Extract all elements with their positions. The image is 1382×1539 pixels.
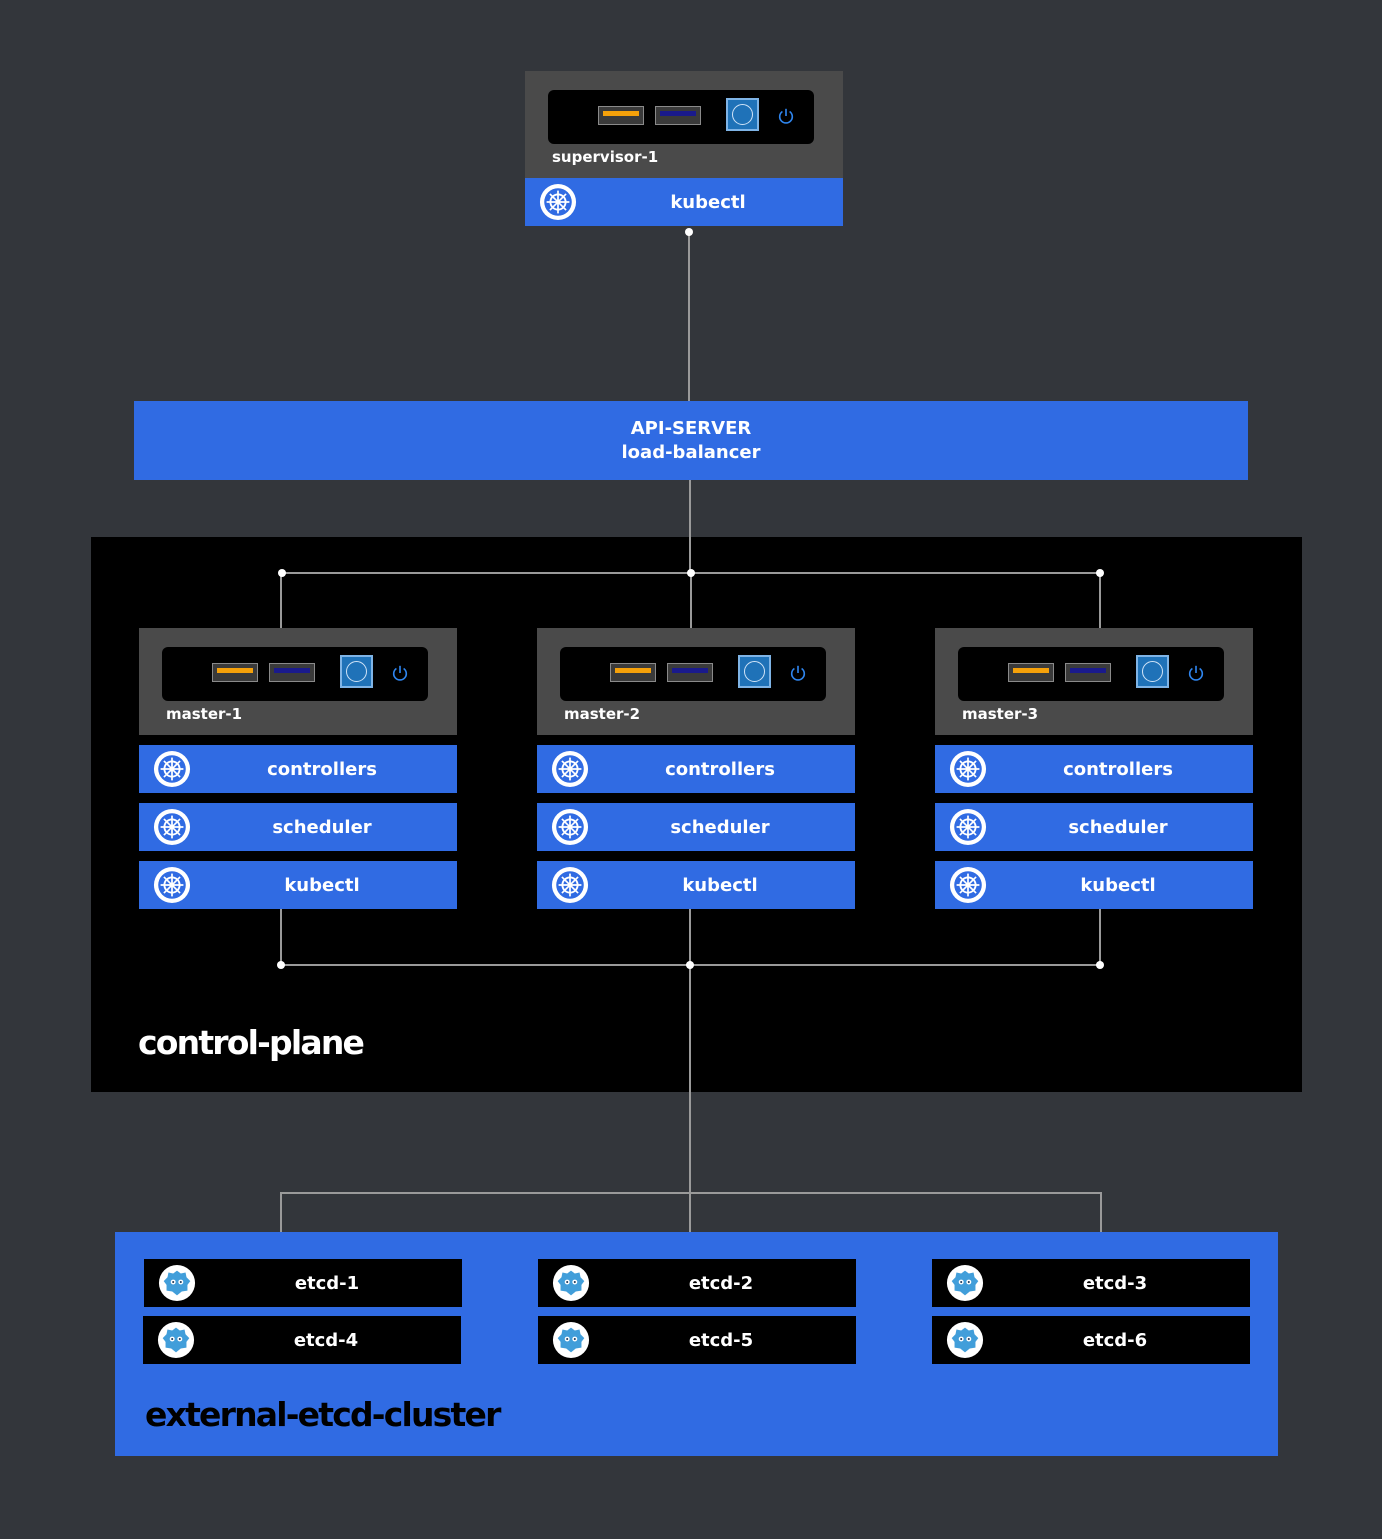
etcd-node: etcd-4 [143, 1316, 461, 1364]
kubernetes-helm-icon [551, 808, 589, 846]
etcd-label: etcd-4 [293, 1329, 359, 1351]
server-chassis: master-3 [935, 628, 1253, 735]
usb-port [598, 106, 644, 125]
service-scheduler: scheduler [139, 803, 457, 851]
service-label: scheduler [272, 816, 372, 838]
etcd-label: etcd-1 [294, 1272, 360, 1294]
server-chassis: supervisor-1 [525, 71, 843, 178]
server-chassis: master-2 [537, 628, 855, 735]
etcd-node: etcd-6 [932, 1316, 1250, 1364]
service-label: kubectl [682, 874, 758, 896]
usb-port [655, 106, 701, 125]
intel-celeron-chip-icon [726, 98, 759, 131]
server-bezel [162, 647, 428, 701]
service-label: kubectl [1080, 874, 1156, 896]
intel-celeron-chip-icon [1136, 655, 1169, 688]
etcd-node: etcd-2 [538, 1259, 856, 1307]
region-title: control-plane [138, 1023, 365, 1062]
kubernetes-helm-icon [551, 750, 589, 788]
service-kubectl: kubectl [935, 861, 1253, 909]
etcd-label: etcd-6 [1082, 1329, 1148, 1351]
usb-port [212, 663, 258, 682]
lb-title: API-SERVER [630, 417, 752, 439]
kubernetes-helm-icon [551, 866, 589, 904]
usb-port [1065, 663, 1111, 682]
etcd-robot-icon [157, 1321, 195, 1359]
api-server-load-balancer: API-SERVER load-balancer [134, 401, 1248, 480]
service-scheduler: scheduler [537, 803, 855, 851]
etcd-robot-icon [552, 1321, 590, 1359]
kubernetes-helm-icon [949, 750, 987, 788]
etcd-robot-icon [946, 1264, 984, 1302]
service-scheduler: scheduler [935, 803, 1253, 851]
etcd-label: etcd-2 [688, 1272, 754, 1294]
master-node: master-3 controllers scheduler kubectl [935, 628, 1253, 909]
service-label: scheduler [670, 816, 770, 838]
usb-port [1008, 663, 1054, 682]
usb-port [610, 663, 656, 682]
etcd-robot-icon [946, 1321, 984, 1359]
server-bezel [548, 90, 814, 144]
service-controllers: controllers [537, 745, 855, 793]
service-kubectl: kubectl [525, 178, 843, 226]
server-chassis: master-1 [139, 628, 457, 735]
etcd-node: etcd-1 [144, 1259, 462, 1307]
service-label: controllers [267, 758, 377, 780]
usb-port [667, 663, 713, 682]
etcd-node: etcd-5 [538, 1316, 856, 1364]
server-bezel [560, 647, 826, 701]
server-bezel [958, 647, 1224, 701]
hostname-label: master-3 [962, 705, 1039, 723]
power-icon [790, 665, 806, 681]
service-label: scheduler [1068, 816, 1168, 838]
supervisor-node: supervisor-1 kubectl [525, 71, 843, 226]
kubernetes-helm-icon [949, 808, 987, 846]
etcd-label: etcd-3 [1082, 1272, 1148, 1294]
etcd-node: etcd-3 [932, 1259, 1250, 1307]
power-icon [392, 665, 408, 681]
service-kubectl: kubectl [537, 861, 855, 909]
hostname-label: master-1 [166, 705, 243, 723]
service-kubectl: kubectl [139, 861, 457, 909]
lb-subtitle: load-balancer [621, 441, 761, 463]
service-label: kubectl [670, 191, 746, 213]
hostname-label: master-2 [564, 705, 641, 723]
master-node: master-1 controllers scheduler kubectl [139, 628, 457, 909]
wire-junction [685, 228, 693, 236]
kubernetes-helm-icon [153, 866, 191, 904]
intel-celeron-chip-icon [340, 655, 373, 688]
intel-celeron-chip-icon [738, 655, 771, 688]
region-title: external-etcd-cluster [145, 1395, 501, 1434]
kubernetes-helm-icon [153, 808, 191, 846]
service-label: kubectl [284, 874, 360, 896]
hostname-label: supervisor-1 [552, 148, 659, 166]
service-label: controllers [1063, 758, 1173, 780]
etcd-robot-icon [158, 1264, 196, 1302]
service-label: controllers [665, 758, 775, 780]
kubernetes-helm-icon [539, 183, 577, 221]
service-controllers: controllers [139, 745, 457, 793]
usb-port [269, 663, 315, 682]
master-node: master-2 controllers scheduler kubectl [537, 628, 855, 909]
etcd-robot-icon [552, 1264, 590, 1302]
etcd-label: etcd-5 [688, 1329, 754, 1351]
kubernetes-helm-icon [949, 866, 987, 904]
kubernetes-helm-icon [153, 750, 191, 788]
service-controllers: controllers [935, 745, 1253, 793]
power-icon [778, 108, 794, 124]
power-icon [1188, 665, 1204, 681]
